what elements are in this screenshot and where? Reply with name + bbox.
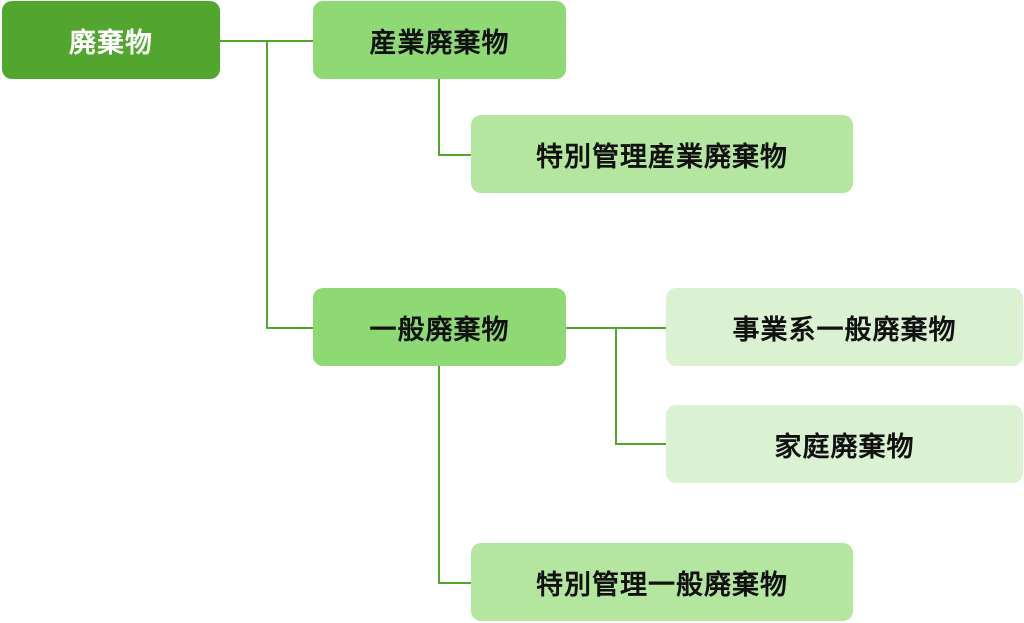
node-household-waste: 家庭廃棄物	[666, 405, 1023, 483]
connector-root-general	[266, 327, 314, 329]
connector-industrial-special	[438, 154, 472, 156]
node-business-general-waste: 事業系一般廃棄物	[666, 288, 1023, 366]
node-special-industrial-waste-label: 特別管理産業廃棄物	[536, 141, 788, 173]
connector-general-subtrunk	[615, 327, 617, 444]
node-industrial-waste-label: 産業廃棄物	[369, 27, 510, 59]
node-industrial-waste: 産業廃棄物	[313, 1, 566, 79]
connector-general-special	[438, 582, 472, 584]
node-household-waste-label: 家庭廃棄物	[774, 431, 915, 463]
node-general-waste-label: 一般廃棄物	[369, 314, 510, 346]
connector-general-trunk	[438, 366, 440, 583]
node-waste-label: 廃棄物	[69, 27, 153, 59]
node-waste: 廃棄物	[2, 1, 220, 79]
connector-industrial-trunk	[438, 78, 440, 155]
node-special-general-waste: 特別管理一般廃棄物	[471, 543, 853, 621]
connector-root-trunk	[266, 40, 268, 328]
connector-general-household	[615, 443, 667, 445]
node-special-industrial-waste: 特別管理産業廃棄物	[471, 115, 853, 193]
node-general-waste: 一般廃棄物	[313, 288, 566, 366]
node-special-general-waste-label: 特別管理一般廃棄物	[536, 569, 788, 601]
node-business-general-waste-label: 事業系一般廃棄物	[732, 314, 957, 346]
